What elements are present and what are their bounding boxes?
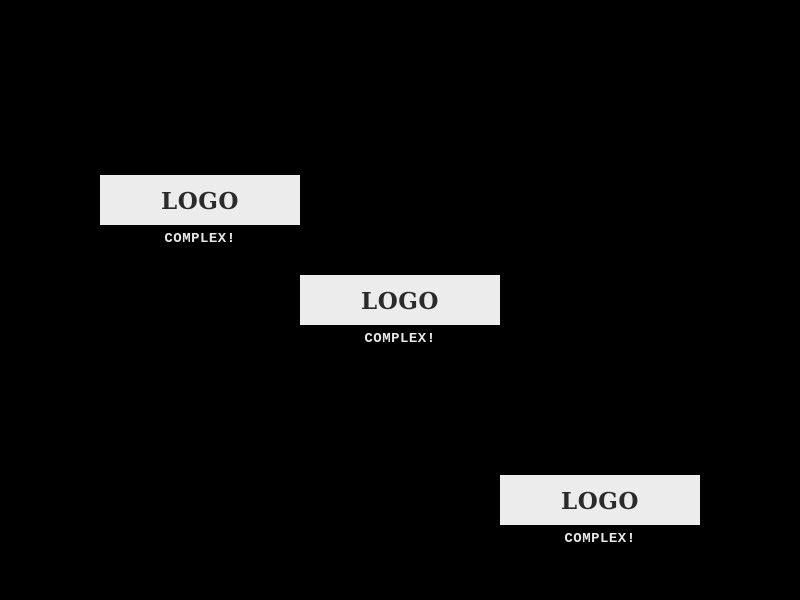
logo-box: LOGO [300, 275, 500, 325]
logo-box: LOGO [100, 175, 300, 225]
logo-caption: COMPLEX! [164, 231, 236, 247]
logo-mark: LOGO [161, 187, 239, 215]
logo-caption: COMPLEX! [564, 531, 636, 547]
logo-box: LOGO [500, 475, 700, 525]
logo-mark: LOGO [361, 287, 439, 315]
logo-group-1: LOGO COMPLEX! [100, 175, 300, 246]
logo-group-3: LOGO COMPLEX! [500, 475, 700, 546]
logo-mark: LOGO [561, 487, 639, 515]
logo-caption: COMPLEX! [364, 331, 436, 347]
logo-group-2: LOGO COMPLEX! [300, 275, 500, 346]
